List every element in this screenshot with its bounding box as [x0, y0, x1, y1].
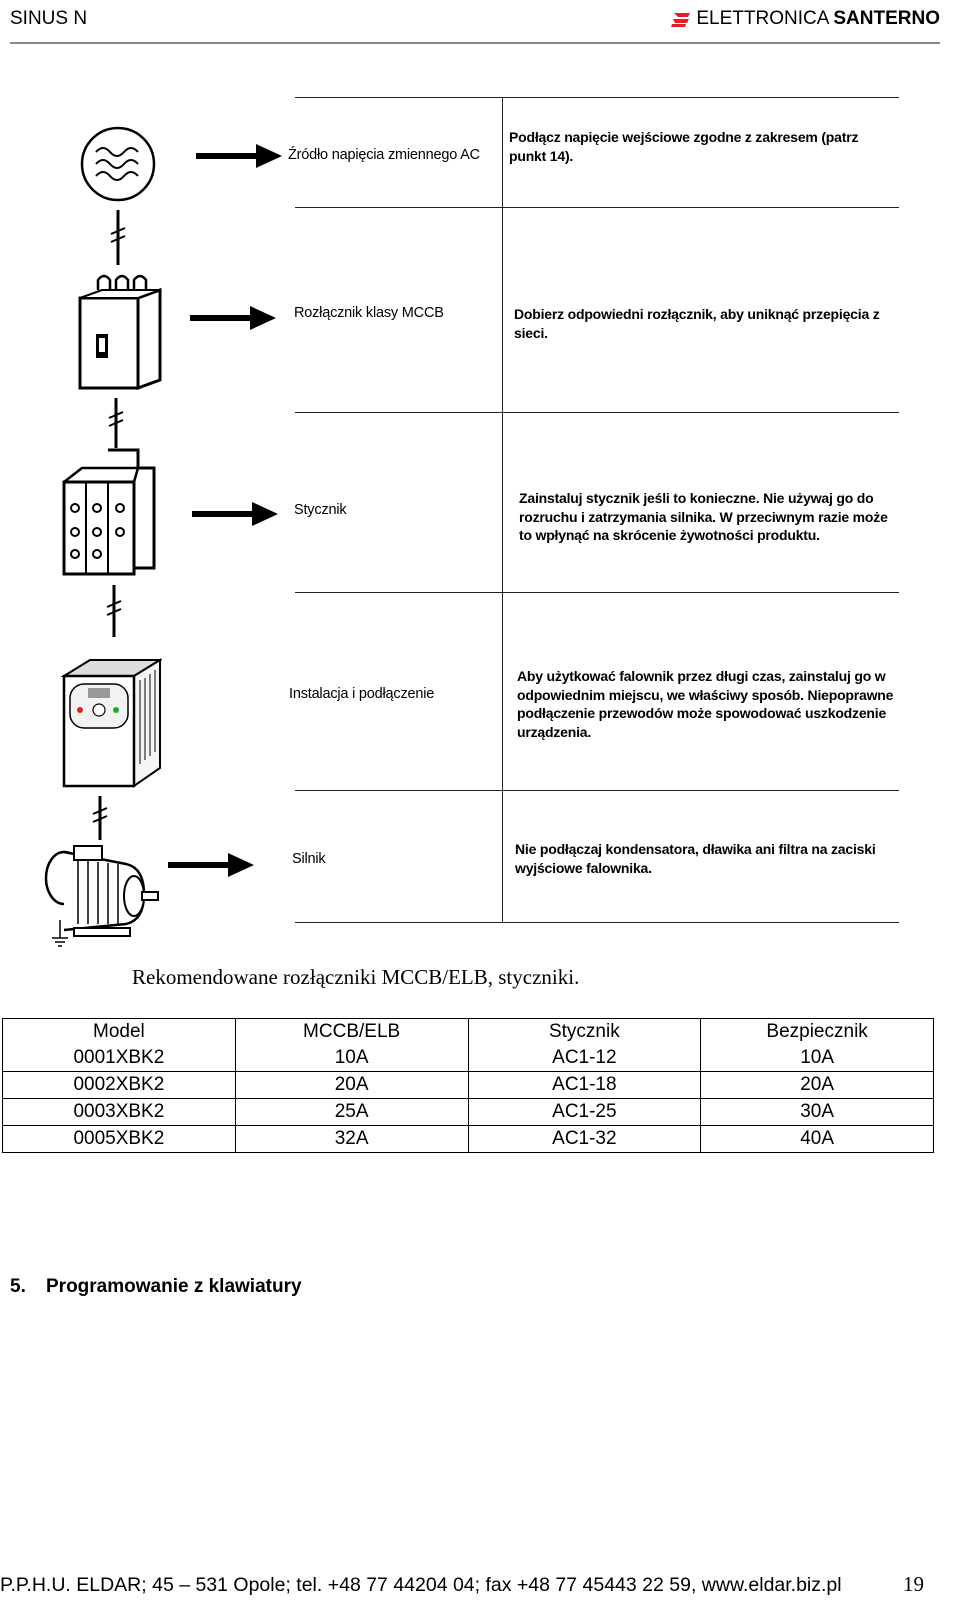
table-cell: 25A	[234, 1098, 469, 1126]
header-rule	[10, 42, 940, 44]
diagram-rule	[295, 922, 899, 923]
table-header: Model	[93, 1021, 145, 1042]
header-product-name: SINUS N	[10, 8, 88, 29]
breaker-table: Model 0001XBK2 MCCB/ELB 10A Stycznik AC1…	[2, 1018, 934, 1153]
table-cell: 0003XBK2	[2, 1098, 236, 1126]
footer-contact: P.P.H.U. ELDAR; 45 – 531 Opole; tel. +48…	[0, 1574, 842, 1596]
table-cell: 32A	[234, 1125, 469, 1153]
section-title: Programowanie z klawiatury	[46, 1276, 302, 1297]
brand-name: SANTERNO	[833, 8, 940, 29]
table-cell: AC1-25	[467, 1098, 702, 1126]
diagram-label: Silnik	[292, 851, 326, 867]
table-cell: 20A	[234, 1071, 469, 1099]
diagram-label: Instalacja i podłączenie	[289, 686, 435, 702]
table-row: 0005XBK2 32A AC1-32 40A	[2, 1125, 934, 1153]
table-cell: Model 0001XBK2	[2, 1018, 236, 1072]
table-cell: 0005XBK2	[2, 1125, 236, 1153]
table-cell: MCCB/ELB 10A	[234, 1018, 469, 1072]
mccb-breaker-icon	[78, 274, 162, 391]
ac-power-source-icon	[80, 126, 156, 202]
table-cell: Bezpiecznik 10A	[700, 1018, 934, 1072]
table-cell: 30A	[700, 1098, 934, 1126]
diagram-label: Stycznik	[294, 502, 347, 518]
diagram-description: Podłącz napięcie wejściowe zgodne z zakr…	[509, 129, 859, 164]
diagram-label: Źródło napięcia zmiennego AC	[288, 147, 480, 163]
table-row: Model 0001XBK2 MCCB/ELB 10A Stycznik AC1…	[2, 1018, 934, 1072]
arrow-right-icon	[168, 853, 254, 877]
header-brand: ELETTRONICA SANTERNO	[670, 8, 940, 30]
diagram-rule	[295, 97, 899, 98]
table-row: 0002XBK2 20A AC1-18 20A	[2, 1071, 934, 1099]
wire-break-icon	[108, 398, 124, 448]
page-number: 19	[903, 1572, 924, 1596]
table-caption: Rekomendowane rozłączniki MCCB/ELB, styc…	[132, 965, 580, 989]
wire-break-icon	[92, 796, 108, 840]
table-cell: 0002XBK2	[2, 1071, 236, 1099]
table-header: Bezpiecznik	[766, 1021, 868, 1042]
diagram-description: Zainstaluj stycznik jeśli to konieczne. …	[519, 490, 888, 543]
table-row: 0003XBK2 25A AC1-25 30A	[2, 1098, 934, 1126]
arrow-right-icon	[190, 306, 276, 330]
santerno-logo-icon	[671, 13, 691, 27]
table-header: Stycznik	[548, 1021, 620, 1042]
diagram-rule	[295, 592, 899, 593]
table-header: MCCB/ELB	[303, 1021, 401, 1042]
motor-icon	[44, 845, 159, 947]
arrow-right-icon	[196, 144, 282, 168]
table-cell: 20A	[700, 1071, 934, 1099]
arrow-right-icon	[192, 502, 278, 526]
table-cell-value: AC1-12	[552, 1047, 617, 1068]
diagram-rule	[295, 207, 899, 208]
diagram-label: Rozłącznik klasy MCCB	[294, 305, 444, 321]
table-cell: Stycznik AC1-12	[467, 1018, 702, 1072]
table-cell-value: 10A	[800, 1047, 834, 1068]
diagram-description: Nie podłączaj kondensatora, dławika ani …	[515, 841, 876, 876]
diagram-rule	[295, 790, 899, 791]
diagram-description: Dobierz odpowiedni rozłącznik, aby unikn…	[514, 306, 880, 341]
section-heading: 5. Programowanie z klawiatury	[10, 1276, 302, 1298]
diagram-description: Aby użytkować falownik przez długi czas,…	[517, 668, 894, 740]
table-cell-value: 0001XBK2	[73, 1047, 165, 1068]
section-number: 5.	[10, 1276, 26, 1297]
brand-prefix: ELETTRONICA	[696, 8, 830, 29]
wire-break-icon	[110, 210, 126, 265]
inverter-icon	[60, 658, 162, 788]
table-cell: AC1-18	[467, 1071, 702, 1099]
table-cell: 40A	[700, 1125, 934, 1153]
diagram-rule	[295, 412, 899, 413]
diagram-divider	[502, 97, 503, 922]
wire-break-icon	[106, 585, 122, 637]
table-cell-value: 10A	[334, 1047, 369, 1068]
table-cell: AC1-32	[467, 1125, 702, 1153]
contactor-icon	[62, 448, 156, 576]
